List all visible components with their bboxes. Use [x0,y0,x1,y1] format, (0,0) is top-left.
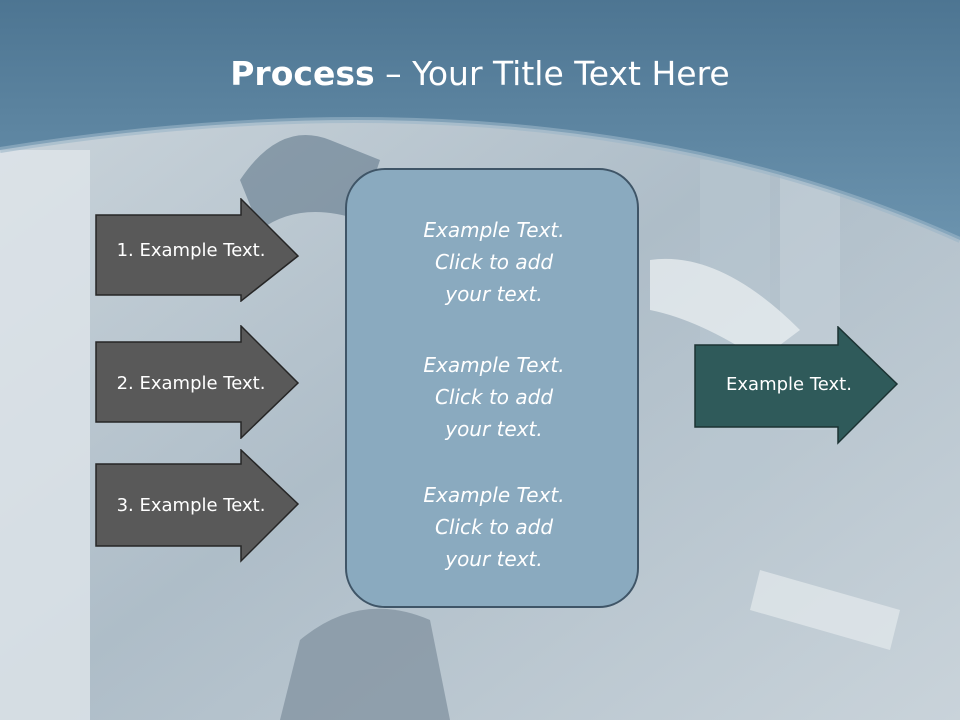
result-arrow-label: Example Text. [726,373,852,395]
text-line: your text. [445,282,543,306]
arrow-shape [694,326,899,445]
result-arrow[interactable]: Example Text. [694,326,900,446]
arrow-shape [95,449,300,563]
title-bold: Process [230,54,375,93]
center-text-box[interactable]: Example Text. Click to add your text. Ex… [345,168,639,608]
step-arrow-2[interactable]: 2. Example Text. [95,325,301,439]
slide-title: Process – Your Title Text Here [0,52,960,96]
text-line: your text. [445,417,543,441]
text-line: Example Text. [423,483,565,507]
title-rest: – Your Title Text Here [374,54,730,93]
text-line: Example Text. [423,218,565,242]
text-line: Example Text. [423,353,565,377]
center-text-group-1: Example Text. Click to add your text. [347,214,641,310]
text-line: Click to add [434,250,554,274]
step-arrow-3-label: 3. Example Text. [116,494,266,516]
text-line: your text. [445,547,543,571]
step-arrow-3[interactable]: 3. Example Text. [95,449,301,563]
text-line: Click to add [434,385,554,409]
arrow-shape [95,198,300,302]
step-arrow-2-label: 2. Example Text. [116,372,266,394]
center-text-group-3: Example Text. Click to add your text. [347,479,641,575]
step-arrow-1[interactable]: 1. Example Text. [95,198,301,302]
center-text-group-2: Example Text. Click to add your text. [347,349,641,445]
arrow-shape [95,325,300,439]
step-arrow-1-label: 1. Example Text. [116,239,266,261]
text-line: Click to add [434,515,554,539]
